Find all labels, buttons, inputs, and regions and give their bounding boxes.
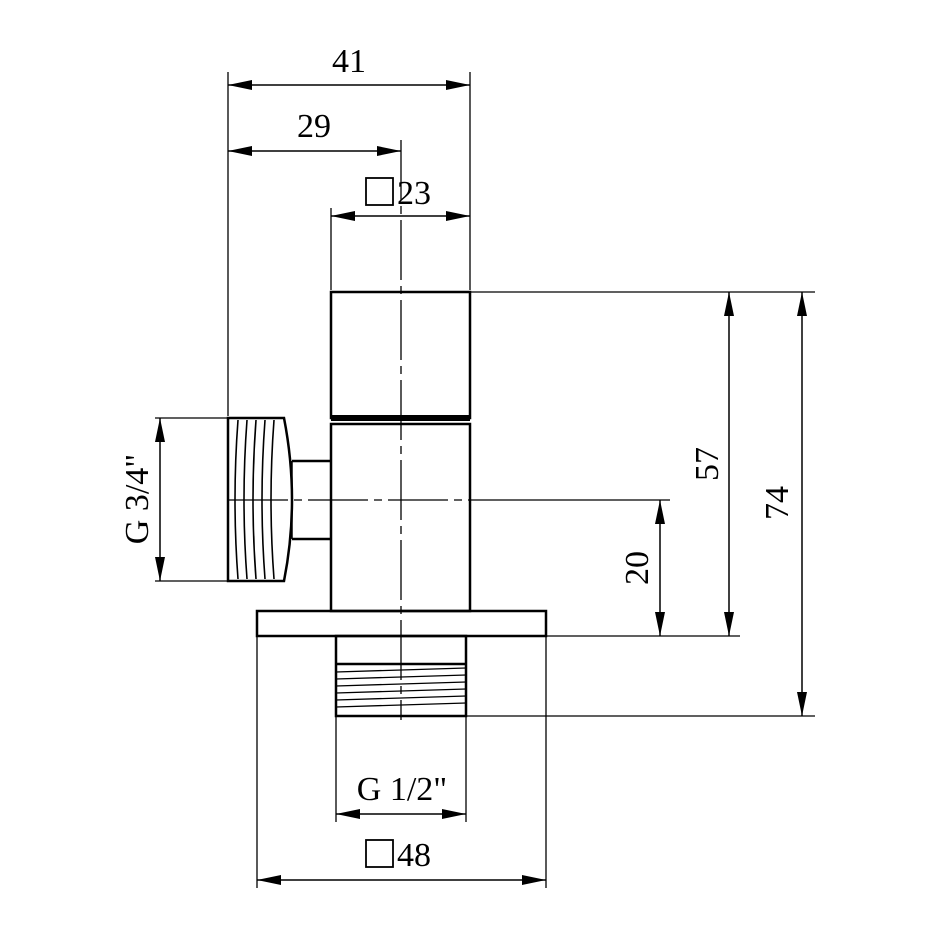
extension-lines	[155, 72, 815, 888]
dim-label-g34: G 3/4"	[119, 454, 156, 544]
dimension-lines	[155, 80, 807, 885]
dim-label-74: 74	[759, 486, 796, 520]
dim-label-23: 23	[397, 175, 431, 212]
square-symbol-icon	[365, 839, 394, 868]
dim-label-g12: G 1/2"	[357, 771, 447, 808]
side-outlet	[226, 416, 331, 583]
dim-label-57: 57	[689, 447, 726, 481]
dim-label-48: 48	[397, 837, 431, 874]
dim-label-41: 41	[332, 43, 366, 80]
dim-label-20: 20	[619, 551, 656, 585]
center-lines	[228, 140, 470, 720]
square-symbol-icon	[365, 177, 394, 206]
dim-label-29: 29	[297, 108, 331, 145]
